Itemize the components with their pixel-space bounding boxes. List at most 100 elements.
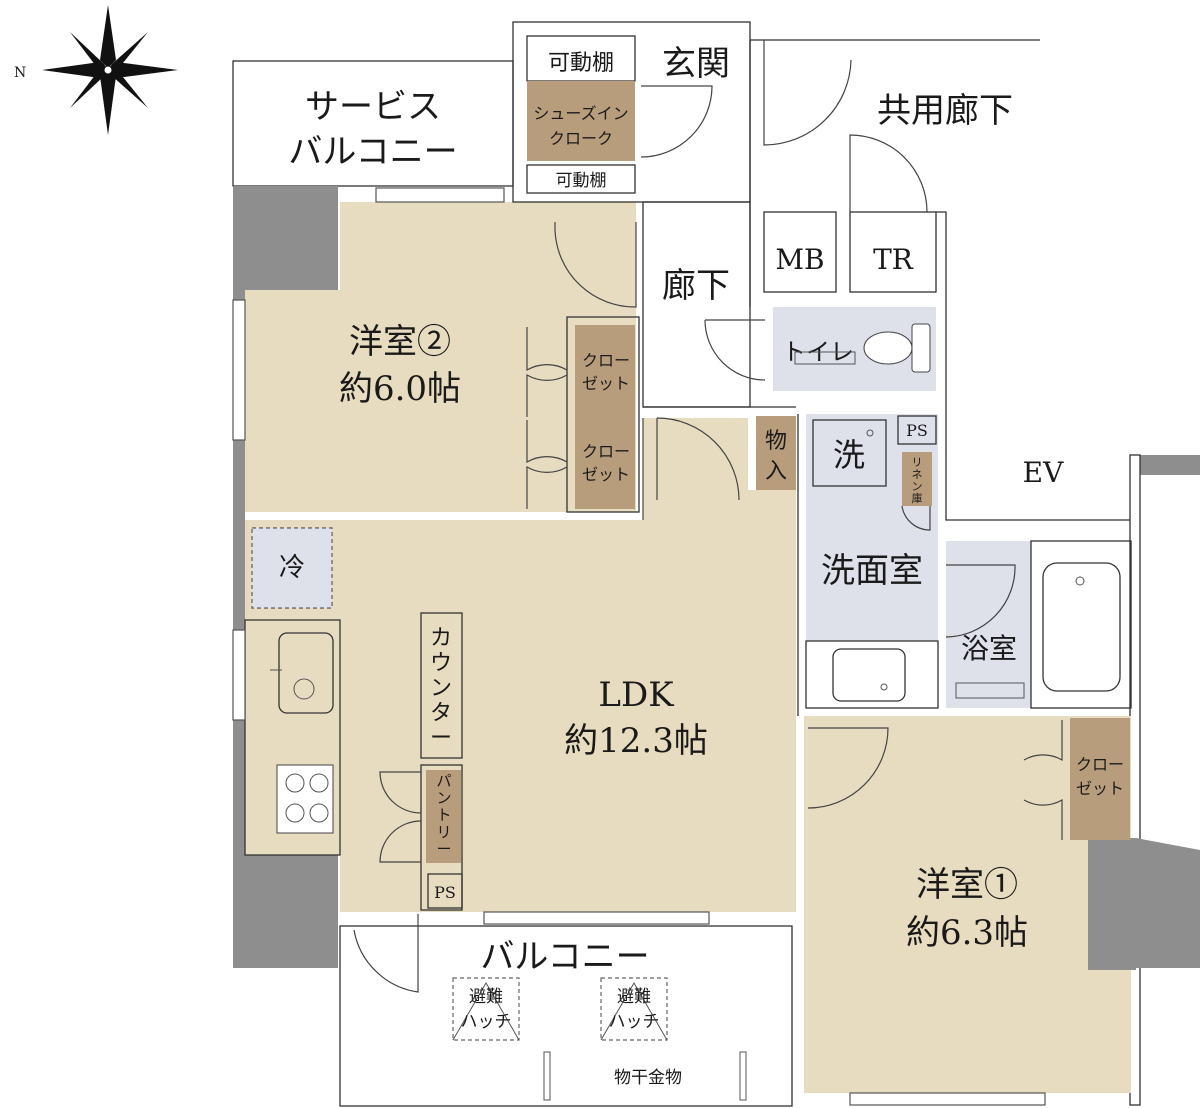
- tr-box: [849, 211, 937, 293]
- bathroom-bench: [955, 682, 1025, 699]
- bathtub-drain-icon: [1075, 576, 1085, 586]
- faucet-icon: [880, 683, 888, 691]
- closet-b: [575, 417, 635, 509]
- mb-box: [763, 211, 837, 293]
- tr-label: TR: [873, 243, 914, 276]
- closet-a-label-1: クロー: [582, 351, 630, 370]
- movable-shelf-bottom: [526, 164, 636, 194]
- balcony: [339, 925, 793, 1107]
- closet-frame-a: [566, 316, 640, 513]
- toilet-shelf: [794, 351, 856, 365]
- closet-a-door: [526, 327, 568, 417]
- window-ldk-south: [483, 911, 710, 925]
- drying-rack-label: 物干金物: [614, 1068, 682, 1088]
- western-room-1-name: 洋室①: [916, 865, 1018, 905]
- front-door: [763, 40, 852, 146]
- corridor-east-wall: [936, 211, 1130, 521]
- closet-b-label-2: ゼット: [582, 465, 630, 484]
- bathroom: [946, 541, 1031, 708]
- wall-west-top: [233, 186, 338, 290]
- window-room2-west: [232, 299, 246, 441]
- closet-a: [575, 325, 635, 417]
- western-room-1-door: [807, 727, 889, 809]
- kitchen-drain-icon: [293, 678, 315, 700]
- counter-label-1: カ: [430, 626, 452, 651]
- window-room1-south: [849, 1092, 1046, 1106]
- balcony-label: バルコニー: [480, 937, 649, 977]
- washroom: [806, 414, 938, 641]
- closet-b-label-1: クロー: [582, 442, 630, 461]
- kitchen-sink-icon: [278, 632, 334, 714]
- shoes-in-cloak-label-2: クローク: [549, 129, 613, 148]
- shoes-in-cloak-label-1: シューズイン: [533, 104, 628, 123]
- washer-drain-icon: [866, 429, 874, 437]
- hatch-2-label-1: 避難: [617, 987, 651, 1007]
- ps-top-box: [897, 415, 937, 445]
- counter-label-3: ン: [430, 676, 452, 701]
- ps-bottom-box: [427, 873, 463, 909]
- hatch-2: [600, 977, 668, 1041]
- pantry-label-5: ー: [436, 840, 451, 858]
- service-balcony-label-2: バルコニー: [288, 132, 457, 172]
- closet-c-label-1: クロー: [1076, 755, 1124, 774]
- western-room-2-size: 約6.0帖: [339, 369, 461, 409]
- pantry-label-1: パ: [436, 772, 451, 790]
- pantry-frame: [420, 764, 463, 911]
- hallway-label: 廊下: [662, 266, 730, 306]
- drying-rack-post-left: [543, 1051, 551, 1101]
- kitchen-counter: [244, 619, 341, 856]
- storage: [756, 416, 796, 490]
- linen-door: [901, 505, 931, 531]
- washroom-label: 洗面室: [821, 551, 923, 591]
- bathroom-door: [945, 564, 1016, 638]
- bathtub-icon: [1042, 562, 1121, 692]
- closet-c-label-2: ゼット: [1076, 779, 1124, 798]
- linen-label-3: ン: [912, 480, 923, 493]
- closet-a-label-2: ゼット: [582, 374, 630, 393]
- mb-label: MB: [775, 243, 824, 276]
- ldk-name: LDK: [598, 675, 674, 715]
- window-room2-north: [375, 187, 505, 203]
- stove-icon: [276, 764, 334, 834]
- sink-icon: [832, 648, 906, 702]
- counter-label-4: タ: [430, 701, 452, 726]
- storage-label-2: 入: [765, 459, 787, 484]
- western-room-2-name: 洋室②: [349, 322, 451, 362]
- north-label: N: [14, 65, 26, 81]
- bathroom-tub-area: [1030, 540, 1132, 709]
- ps-bottom-label: PS: [434, 883, 456, 902]
- linen-storage: [902, 452, 932, 506]
- western-room-2-door: [554, 222, 637, 308]
- closet-b-door: [526, 420, 568, 509]
- service-balcony-label-1: サービス: [305, 87, 441, 127]
- fridge-label: 冷: [279, 553, 305, 583]
- storage-label-1: 物: [765, 429, 787, 454]
- balcony-door: [353, 914, 419, 993]
- hatch-2-label-2: ハッチ: [609, 1012, 660, 1032]
- ps-top-label: PS: [906, 421, 928, 440]
- genkan-label: 玄関: [662, 44, 730, 84]
- pantry-label-4: リ: [436, 823, 451, 841]
- washer-box: [812, 419, 887, 487]
- closet-c: [1070, 718, 1130, 840]
- ldk-size: 約12.3帖: [564, 721, 708, 761]
- pantry-label-3: ト: [436, 806, 451, 824]
- linen-label-2: ネ: [912, 468, 923, 481]
- wall-east-outer: [1136, 455, 1200, 475]
- ev-label: EV: [1023, 456, 1064, 489]
- toilet-door: [704, 319, 766, 381]
- hatch-1-label-2: ハッチ: [461, 1012, 512, 1032]
- hatch-1-label-1: 避難: [469, 987, 503, 1007]
- corridor-door: [849, 134, 928, 213]
- hatch-1: [452, 977, 520, 1041]
- linen-label-1: リ: [912, 456, 923, 469]
- western-room-2: [245, 202, 636, 512]
- vanity: [805, 640, 939, 709]
- common-corridor-label: 共用廊下: [877, 91, 1013, 131]
- drying-rack-post-right: [739, 1051, 747, 1101]
- pantry-label-2: ン: [436, 789, 451, 807]
- ldk-door: [656, 417, 740, 501]
- shoes-in-cloak-door: [640, 85, 713, 158]
- pantry-door: [379, 771, 422, 863]
- washer-label: 洗: [833, 436, 865, 474]
